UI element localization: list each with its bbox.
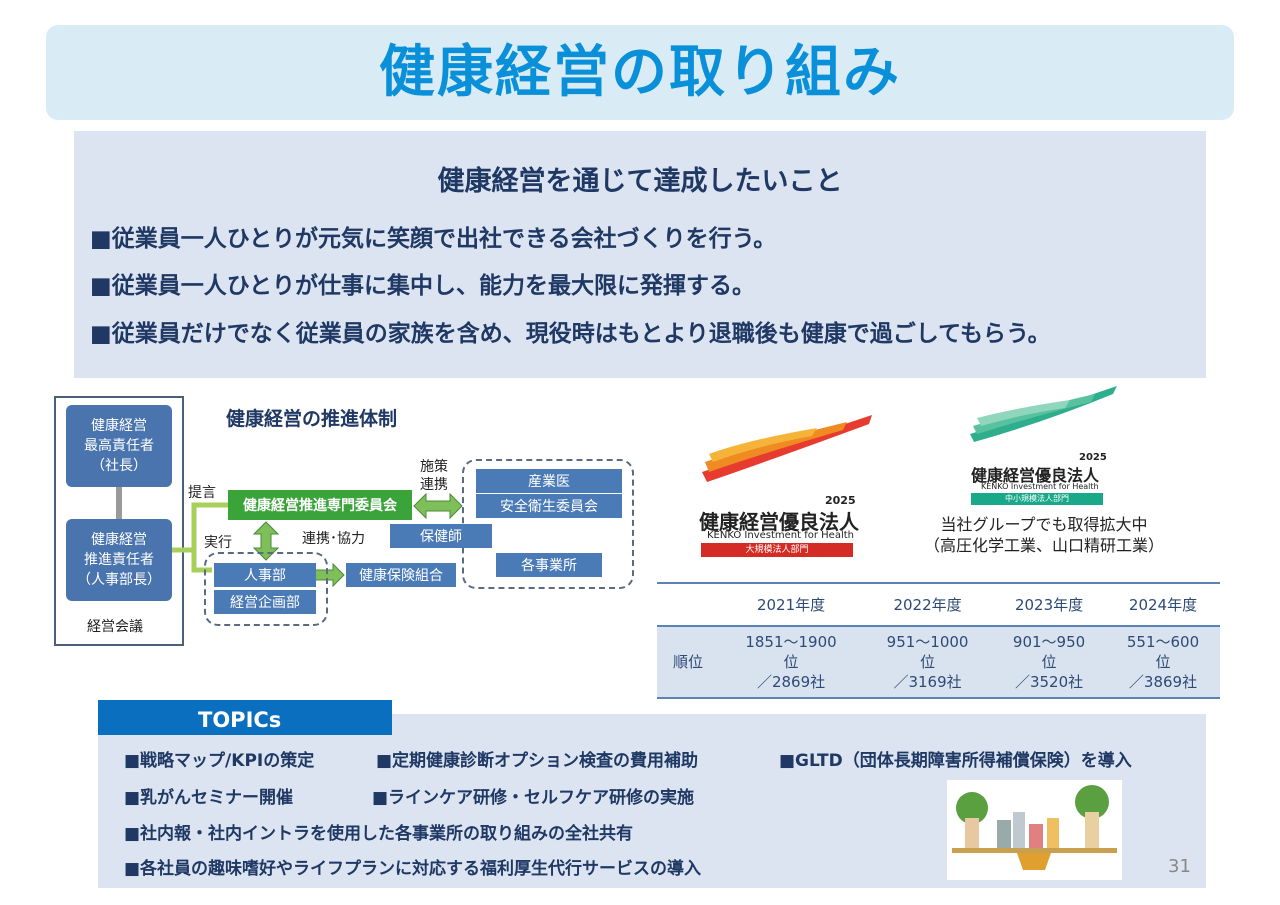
ranking-table: 2021年度 2022年度 2023年度 2024年度 順位 1851～1900… bbox=[657, 582, 1220, 699]
table-cell: 951～1000 位 ／3169社 bbox=[863, 626, 993, 699]
proposal-label: 提言 bbox=[188, 485, 216, 501]
cert-small-en: KENKO Investment for Health bbox=[981, 482, 1099, 491]
table-cell: 901～950 位 ／3520社 bbox=[992, 626, 1107, 699]
topic-item: ■戦略マップ/KPIの策定 bbox=[124, 751, 315, 771]
management-council-label: 経営会議 bbox=[87, 619, 143, 635]
table-row: 順位 1851～1900 位 ／2869社 951～1000 位 ／3169社 901～… bbox=[657, 626, 1220, 699]
expansion-note-line2: （高圧化学工業、山口精研工業） bbox=[924, 536, 1165, 555]
certification-logo-small: 2025 健康経営優良法人 KENKO Investment for Healt… bbox=[965, 384, 1125, 508]
cert-large-en: KENKO Investment for Health bbox=[707, 530, 855, 541]
flag-icon bbox=[970, 386, 1117, 442]
table-row-label: 順位 bbox=[657, 626, 719, 699]
table-header-year: 2021年度 bbox=[719, 582, 864, 627]
cert-small-name: 健康経営優良法人 bbox=[971, 466, 1100, 485]
nurse-box: 保健師 bbox=[390, 524, 492, 548]
rank-unit: 位 bbox=[920, 653, 936, 671]
management-council-frame bbox=[54, 396, 184, 646]
goals-panel: 健康経営を通じて達成したいこと ■従業員一人ひとりが元気に笑顔で出社できる会社づ… bbox=[74, 131, 1206, 378]
table-header-year: 2024年度 bbox=[1106, 582, 1220, 627]
rank-total: ／3169社 bbox=[893, 673, 962, 691]
topic-item: ■社内報・社内イントラを使用した各事業所の取り組みの全社共有 bbox=[124, 824, 634, 844]
bidirectional-arrow-icon bbox=[413, 492, 463, 520]
top-officer-box: 健康経営 最高責任者 （社長） bbox=[66, 405, 172, 487]
table-header-year: 2022年度 bbox=[863, 582, 993, 627]
rank-range: 901～950 bbox=[1012, 633, 1086, 651]
rank-unit: 位 bbox=[783, 653, 799, 671]
cert-small-dept: 中小規模法人部門 bbox=[971, 493, 1103, 505]
goal-item: ■従業員だけでなく従業員の家族を含め、現役時はもとより退職後も健康で過ごしてもら… bbox=[90, 321, 1051, 347]
expansion-note-line1: 当社グループでも取得拡大中 bbox=[940, 515, 1148, 534]
rank-unit: 位 bbox=[1155, 653, 1171, 671]
cert-year: 2025 bbox=[825, 494, 856, 507]
table-cell: 551～600 位 ／3869社 bbox=[1106, 626, 1220, 699]
connector-lines bbox=[172, 502, 228, 573]
hr-box: 人事部 bbox=[214, 563, 316, 587]
offices-box: 各事業所 bbox=[496, 553, 602, 577]
rank-range: 951～1000 bbox=[886, 633, 969, 651]
topic-item: ■ラインケア研修・セルフケア研修の実施 bbox=[372, 788, 695, 808]
coop-label: 連携･協力 bbox=[302, 531, 365, 547]
vertical-arrow-icon bbox=[252, 521, 280, 561]
table-cell: 1851～1900 位 ／2869社 bbox=[719, 626, 864, 699]
planning-box: 経営企画部 bbox=[214, 590, 316, 614]
goal-item: ■従業員一人ひとりが元気に笑顔で出社できる会社づくりを行う。 bbox=[90, 226, 777, 252]
rank-range: 1851～1900 bbox=[745, 633, 837, 651]
title-banner: 健康経営の取り組み bbox=[46, 25, 1234, 120]
insurance-box: 健康保険組合 bbox=[346, 563, 456, 587]
policy-link-label: 施策 連携 bbox=[420, 459, 448, 493]
page-title: 健康経営の取り組み bbox=[379, 40, 901, 105]
committee-box: 健康経営推進専門委員会 bbox=[228, 490, 412, 520]
topic-item: ■各社員の趣味嗜好やライフプランに対応する福利厚生代行サービスの導入 bbox=[124, 859, 702, 879]
expansion-note: 当社グループでも取得拡大中 （高圧化学工業、山口精研工業） bbox=[924, 514, 1164, 556]
cert-year: 2025 bbox=[1079, 452, 1107, 463]
rank-total: ／2869社 bbox=[756, 673, 826, 691]
rank-total: ／3520社 bbox=[1014, 673, 1084, 691]
cert-large-dept: 大規模法人部門 bbox=[701, 543, 853, 557]
certification-logo-large: 2025 健康経営優良法人 KENKO Investment for Healt… bbox=[697, 410, 872, 558]
goals-heading: 健康経営を通じて達成したいこと bbox=[437, 166, 843, 197]
org-chart-title: 健康経営の推進体制 bbox=[226, 408, 398, 430]
execute-label: 実行 bbox=[204, 535, 232, 551]
promo-officer-box: 健康経営 推進責任者 （人事部長） bbox=[66, 519, 172, 601]
hr-group-frame bbox=[204, 552, 328, 626]
topic-item: ■GLTD（団体長期障害所得補償保険）を導入 bbox=[779, 751, 1132, 771]
rank-range: 551～600 bbox=[1126, 633, 1200, 651]
topic-item: ■乳がんセミナー開催 bbox=[124, 788, 294, 808]
connector-line bbox=[116, 487, 122, 519]
rank-unit: 位 bbox=[1041, 653, 1057, 671]
page-number: 31 bbox=[1168, 856, 1191, 877]
industrial-doctor-box: 産業医 bbox=[476, 469, 622, 493]
flag-icon bbox=[702, 415, 872, 482]
table-header-empty bbox=[657, 582, 719, 627]
balance-illustration bbox=[947, 780, 1122, 880]
topics-tab: TOPICs bbox=[98, 700, 392, 735]
cert-large-name: 健康経営優良法人 bbox=[699, 510, 859, 534]
table-header-year: 2023年度 bbox=[992, 582, 1107, 627]
safety-committee-box: 安全衛生委員会 bbox=[476, 494, 622, 518]
topic-item: ■定期健康診断オプション検査の費用補助 bbox=[376, 751, 699, 771]
table-header-row: 2021年度 2022年度 2023年度 2024年度 bbox=[657, 582, 1220, 627]
rank-total: ／3869社 bbox=[1128, 673, 1198, 691]
goal-item: ■従業員一人ひとりが仕事に集中し、能力を最大限に発揮する。 bbox=[90, 273, 756, 299]
